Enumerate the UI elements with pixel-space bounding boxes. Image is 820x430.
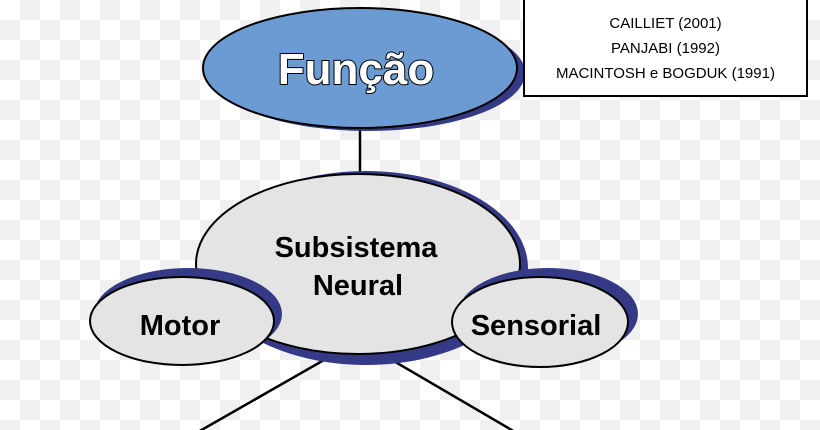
references-box: CAILLIET (2001) PANJABI (1992) MACINTOSH… bbox=[523, 0, 808, 97]
node-motor-label: Motor bbox=[140, 310, 221, 342]
reference-item: MACINTOSH e BOGDUK (1991) bbox=[556, 65, 775, 82]
node-subsistema-label-line1: Subsistema bbox=[275, 232, 439, 264]
reference-item: PANJABI (1992) bbox=[611, 40, 720, 57]
node-motor: Motor bbox=[89, 268, 282, 366]
node-sensorial-label: Sensorial bbox=[471, 310, 602, 342]
node-sensorial: Sensorial bbox=[451, 268, 638, 368]
node-funcao-label: Função bbox=[278, 45, 434, 94]
node-sensorial-ellipse bbox=[451, 276, 629, 368]
reference-item: CAILLIET (2001) bbox=[609, 15, 722, 32]
node-subsistema-label-line2: Neural bbox=[313, 270, 403, 302]
connector-subsistema-left-branch bbox=[198, 350, 339, 430]
node-funcao-ellipse bbox=[202, 7, 518, 129]
node-motor-ellipse bbox=[89, 276, 275, 366]
node-funcao: Função bbox=[202, 7, 525, 131]
connector-subsistema-right-branch bbox=[374, 348, 515, 430]
